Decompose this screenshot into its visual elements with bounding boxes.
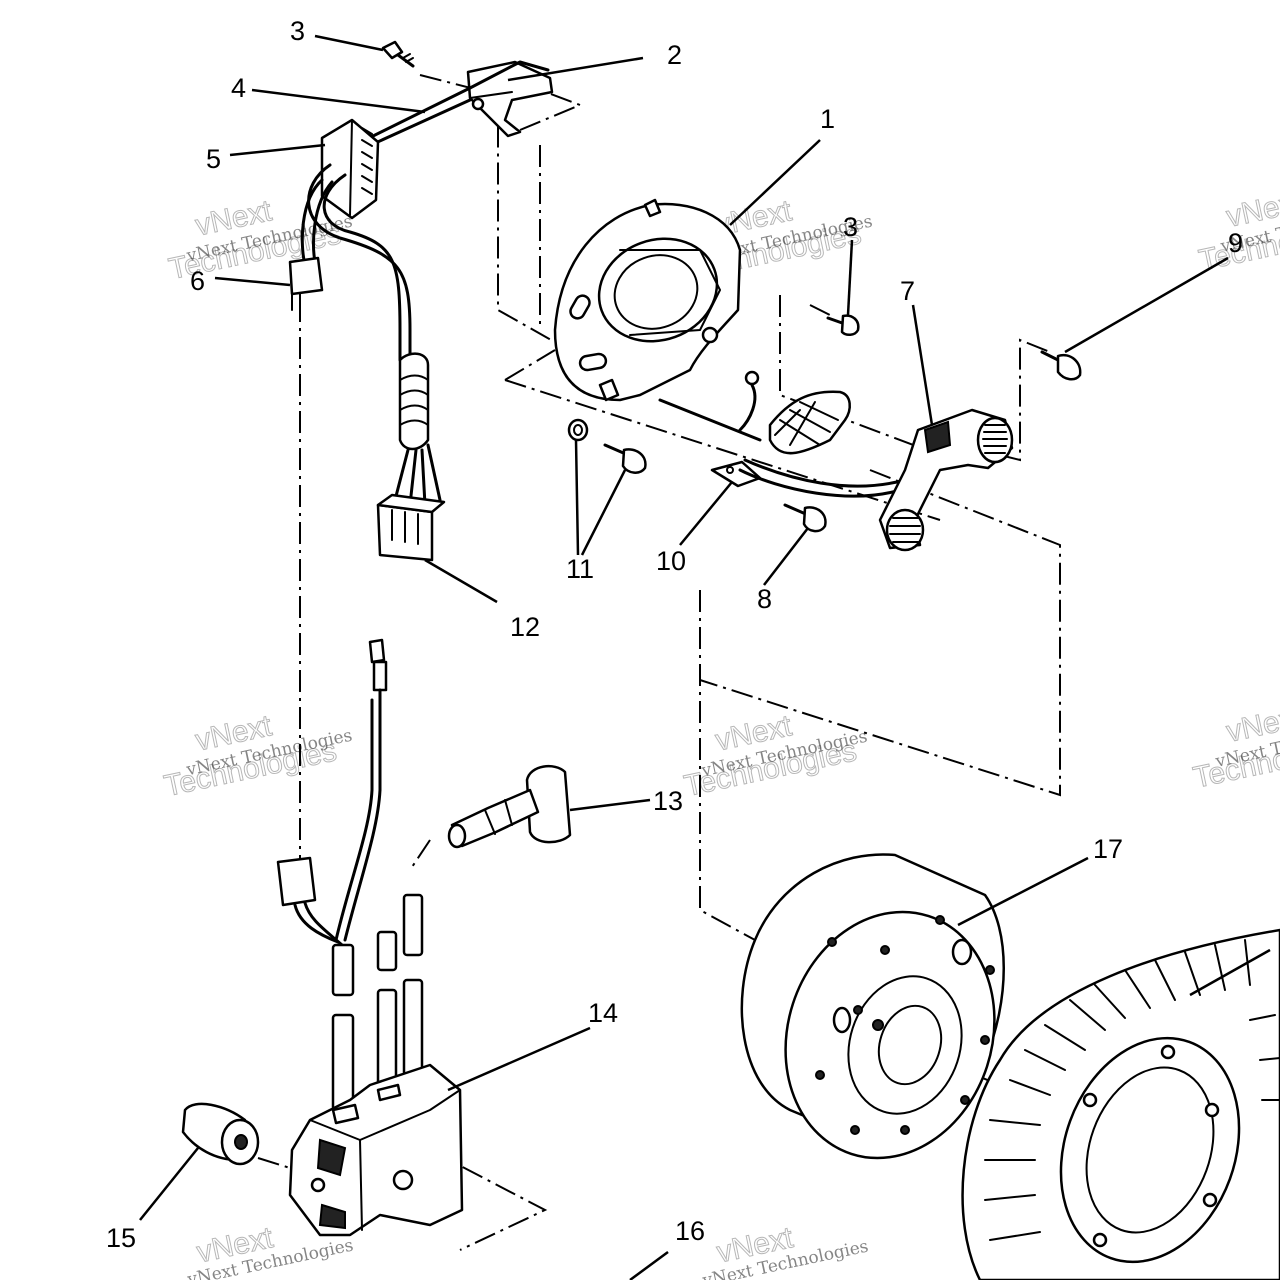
callout-5: 5 — [206, 144, 221, 174]
callout-13: 13 — [653, 786, 683, 816]
part-6-small-connector — [288, 256, 324, 311]
callout-7: 7 — [900, 276, 915, 306]
wire-wrap-tape — [393, 352, 442, 507]
watermark-mid-center: vNext Technologies vNext Technologies — [681, 709, 869, 804]
stator-winding — [658, 370, 851, 455]
callout-16: 16 — [675, 1216, 705, 1246]
pulser-wire — [738, 458, 907, 498]
callout-17: 17 — [1093, 834, 1123, 864]
callout-3-top: 3 — [290, 16, 305, 46]
part-3-bolt-top — [381, 40, 415, 68]
part-2-clamp-bracket — [466, 60, 554, 138]
callout-1: 1 — [820, 104, 835, 134]
part-3-bolt-right — [826, 314, 860, 336]
part-13-spark-plug-cap — [447, 764, 572, 849]
watermark-mid-left: vNext Technologies vNext Technologies — [161, 709, 354, 804]
callout-2: 2 — [667, 40, 682, 70]
part-1-stator-plate — [553, 198, 742, 402]
part-17-flywheel — [740, 853, 1005, 1160]
part-9-bolt — [1040, 350, 1082, 381]
callout-labels: 3 2 4 5 6 1 3 7 9 8 10 11 12 13 17 14 15… — [106, 16, 1243, 1253]
callout-12: 12 — [510, 612, 540, 642]
watermark-top-right: vNext Technologies vNext Technologies — [1196, 185, 1280, 278]
part-5-grommet-block — [320, 118, 380, 220]
part-8-bolt — [783, 503, 827, 533]
callout-9: 9 — [1228, 228, 1243, 258]
callout-6: 6 — [190, 266, 205, 296]
leader-lines — [139, 34, 1271, 1280]
callout-3-right: 3 — [843, 212, 858, 242]
watermark-bottom-center: vNext vNext Technologies — [700, 1221, 870, 1280]
part-6-mating-connector — [276, 856, 344, 947]
callout-8: 8 — [757, 584, 772, 614]
part-10-wire-clip — [710, 460, 762, 488]
part-7-pulser-coil — [878, 408, 1014, 552]
callout-10: 10 — [656, 546, 686, 576]
part-15-spacer — [181, 1102, 260, 1166]
part-11-bolt-washer — [567, 418, 647, 474]
callout-4: 4 — [231, 73, 246, 103]
ignition-lead-wire — [334, 638, 388, 942]
watermark-bottom-left: vNext vNext Technologies — [185, 1221, 355, 1280]
part-16-cooling-fan — [961, 928, 1280, 1280]
callout-11: 11 — [566, 554, 594, 584]
watermark-mid-right: vNext Technologies vNext Technologies — [1190, 700, 1280, 795]
wire-bundle-down — [300, 163, 412, 362]
part-12-connector-block — [376, 493, 446, 562]
callout-14: 14 — [588, 998, 618, 1028]
callout-15: 15 — [106, 1223, 136, 1253]
part-14-cdi-box — [288, 893, 464, 1237]
